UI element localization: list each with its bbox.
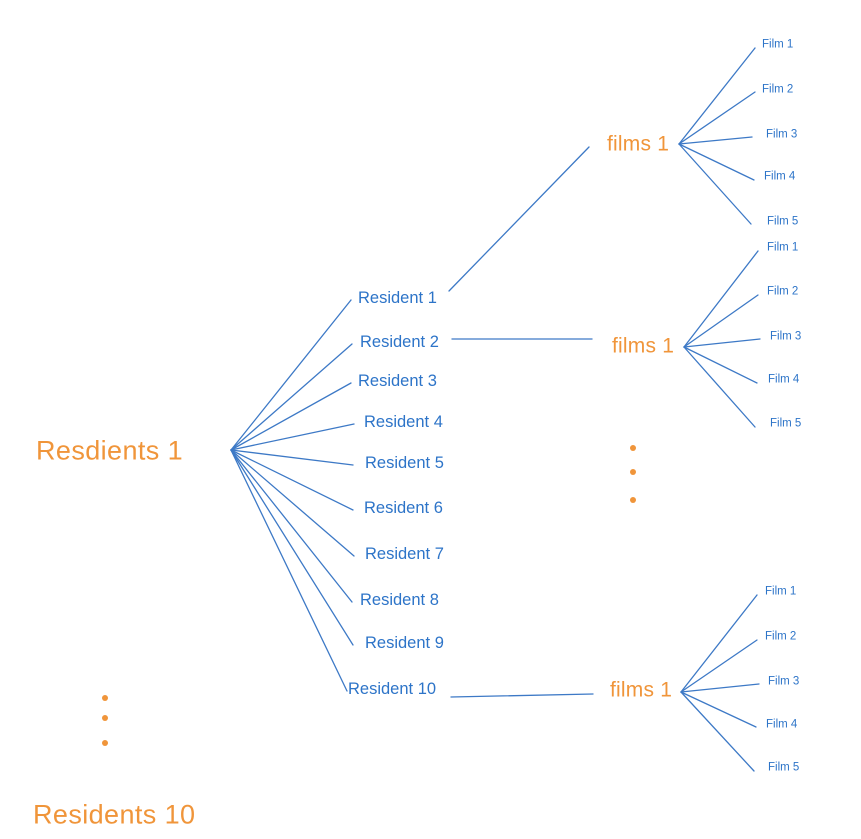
connector-line	[678, 143, 755, 181]
connector-line	[450, 693, 594, 698]
node-resident-3: Resident 3	[358, 371, 437, 390]
connector-line	[678, 143, 752, 225]
connector-line	[683, 250, 759, 348]
leaf-film-4: Film 4	[768, 373, 800, 386]
leaf-film-1: Film 1	[767, 241, 799, 254]
node-films-1-bottom: films 1	[610, 678, 673, 702]
root-node-residents-10: Residents 10	[33, 799, 196, 830]
leaf-film-5: Film 5	[770, 417, 802, 430]
connector-line	[680, 691, 755, 772]
connector-line	[678, 91, 756, 145]
node-resident-2: Resident 2	[360, 332, 439, 351]
node-resident-1: Resident 1	[358, 288, 437, 307]
connector-line	[680, 639, 758, 693]
leaf-film-2: Film 2	[762, 83, 794, 96]
connector-line	[230, 423, 355, 451]
ellipsis-dot	[630, 445, 636, 451]
connector-line	[678, 136, 753, 145]
ellipsis-dot	[630, 469, 636, 475]
leaf-film-5: Film 5	[767, 215, 799, 228]
leaf-film-3: Film 3	[766, 128, 798, 141]
connector-line	[448, 146, 590, 292]
leaf-film-2: Film 2	[765, 630, 797, 643]
connector-line	[230, 449, 348, 692]
node-resident-8: Resident 8	[360, 590, 439, 609]
leaf-film-2: Film 2	[767, 285, 799, 298]
connector-line	[680, 594, 758, 693]
connector-line	[683, 346, 756, 428]
ellipsis-dot	[102, 740, 108, 746]
leaf-film-3: Film 3	[770, 330, 802, 343]
leaf-film-4: Film 4	[764, 170, 796, 183]
connector-line	[230, 449, 353, 603]
ellipsis-dot	[102, 695, 108, 701]
ellipsis-dot	[102, 715, 108, 721]
leaf-film-4: Film 4	[766, 718, 798, 731]
connector-line	[230, 449, 354, 466]
connector-line	[680, 691, 757, 728]
node-resident-5: Resident 5	[365, 453, 444, 472]
leaf-film-1: Film 1	[765, 585, 797, 598]
node-resident-10: Resident 10	[348, 679, 437, 698]
connector-line	[683, 338, 761, 348]
root-node-residents-1: Resdients 1	[36, 435, 183, 466]
node-resident-4: Resident 4	[364, 412, 443, 431]
node-resident-7: Resident 7	[365, 544, 444, 563]
connector-line	[230, 449, 355, 557]
connector-line	[683, 294, 759, 348]
connector-line	[230, 449, 354, 646]
node-resident-9: Resident 9	[365, 633, 444, 652]
node-films-1-top: films 1	[607, 132, 670, 156]
connector-line	[680, 683, 760, 693]
connector-line	[230, 343, 353, 451]
connector-line	[678, 47, 756, 145]
connector-line	[230, 382, 352, 451]
node-films-1-middle: films 1	[612, 334, 675, 358]
connector-line	[683, 346, 758, 384]
node-resident-6: Resident 6	[364, 498, 443, 517]
leaf-film-3: Film 3	[768, 675, 800, 688]
connector-line	[230, 449, 354, 511]
connector-line	[230, 299, 352, 451]
leaf-film-1: Film 1	[762, 38, 794, 51]
leaf-film-5: Film 5	[768, 761, 800, 774]
ellipsis-dot	[630, 497, 636, 503]
